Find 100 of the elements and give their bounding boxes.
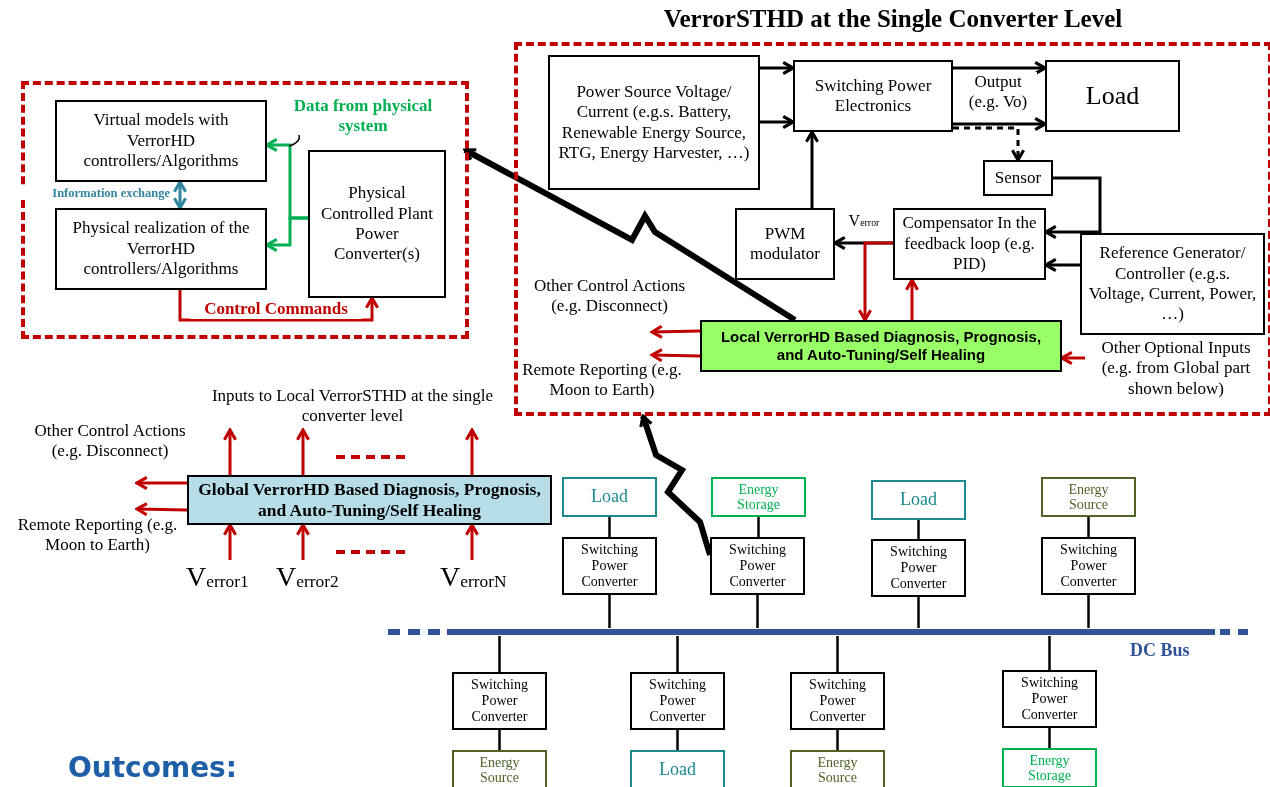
source-box [1041,477,1136,517]
box-label: Switching Power Electronics [813,75,933,117]
connector-line [1048,636,1051,670]
arrow [1044,257,1080,273]
arrow [222,428,238,475]
arrow [857,241,893,322]
connector-line [608,595,611,628]
arrow [464,523,480,560]
process-box [983,160,1053,196]
arrow [953,126,1026,162]
converter-box [452,672,547,730]
arrow [639,414,713,556]
storage-box [1002,748,1097,787]
process-box [548,55,760,190]
connector-line [608,517,611,537]
arrow [295,523,311,560]
annotation-text: Remote Reporting (e.g. Moon to Earth) [522,355,682,410]
arrow [804,130,820,208]
box-label: Power Source Voltage/ Current (e.g.s. Battery, Renewable Energy Source, RTG, Energy Harvester, …) [557,81,751,164]
arrow [295,428,311,475]
box-label: Sensor [993,167,1043,189]
box-label: Reference Generator/ Controller (e.g.s. Voltage, Current, Power, …) [1087,243,1258,325]
connector-line [1087,595,1090,628]
connector-line [676,636,679,672]
annotation-text: Other Control Actions (e.g. Disconnect) [522,276,697,332]
box-label: Switching Power Converter [648,676,707,726]
arrow [1044,176,1102,240]
converter-box [562,537,657,595]
annotation-text: Remote Reporting (e.g. Moon to Earth) [10,509,185,561]
box-label: Physical realization of the VerrorHD controllers/Algorithms [71,218,251,280]
arrow [178,290,380,322]
box-label: Energy Source [816,754,859,786]
process-box [893,208,1046,280]
process-box [55,100,267,182]
connector-line [757,517,760,537]
box-label: Load [658,759,697,781]
arrow [953,60,1047,76]
arrow [464,428,480,475]
connector-line [498,636,501,672]
arrow [904,278,920,320]
connector-line [498,730,501,750]
process-box [308,150,446,298]
box-label: Load [899,489,938,511]
converter-box [1002,670,1097,728]
box-label: Global VerrorHD Based Diagnosis, Prognosis, and Auto-Tuning/Self Healing [197,479,542,521]
connector-line [836,730,839,750]
arrow [135,502,188,517]
arrow [1060,350,1085,366]
box-label: Switching Power Converter [1059,541,1118,591]
box-label: Switching Power Converter [808,676,867,726]
connector-line [836,636,839,672]
edge-label: Control Commands [190,299,362,319]
arrow [135,475,187,491]
load-box [630,750,725,787]
process-box [1080,233,1265,335]
box-label: PWM modulator [749,223,821,265]
arrow [650,348,701,363]
annotation-text: Other Optional Inputs (e.g. from Global part shown below) [1085,338,1267,408]
box-label: Switching Power Converter [1020,674,1079,724]
box-label: Compensator In the feedback loop (e.g. PID) [901,213,1038,275]
arrow [760,60,795,76]
box-label: Switching Power Converter [889,543,948,593]
converter-box [871,539,966,597]
box-label: Physical Controlled Plant Power Converter(s) [320,183,434,265]
box-label: Load [590,486,629,508]
converter-box [710,537,805,595]
process-box [735,208,835,280]
arrow [463,147,797,323]
arrow [222,523,238,560]
converter-box [790,672,885,730]
box-label: Load [1084,80,1141,112]
connector-line [917,520,920,539]
arrow [760,114,795,130]
converter-box [630,672,725,730]
box-label: Energy Storage [736,481,781,513]
box-label: Switching Power Converter [470,676,529,726]
box-label: Energy Storage [1027,752,1072,784]
bus-label: DC Bus [1130,640,1190,661]
box-label: Virtual models with VerrorHD controllers/Algorithms [82,110,240,172]
connector-line [917,597,920,628]
load-box [562,477,657,517]
load-box [871,480,966,520]
source-box [790,750,885,787]
connector-line [1087,517,1090,537]
diagnosis-box [187,475,552,525]
box-label: Energy Source [478,754,521,786]
process-box [793,60,953,132]
arrow [172,180,188,210]
converter-box [1041,537,1136,595]
connector-line [1048,728,1051,748]
process-box [1045,60,1180,132]
source-box [452,750,547,787]
box-label: Local VerrorHD Based Diagnosis, Prognosis, and Auto-Tuning/Self Healing [719,328,1043,364]
box-label: Switching Power Converter [580,541,639,591]
connector-line [676,730,679,750]
arrow [953,116,1047,132]
process-box [55,208,267,290]
diagnosis-box [700,320,1062,372]
arrow [650,324,701,339]
edge-label: Information exchange [20,186,170,201]
